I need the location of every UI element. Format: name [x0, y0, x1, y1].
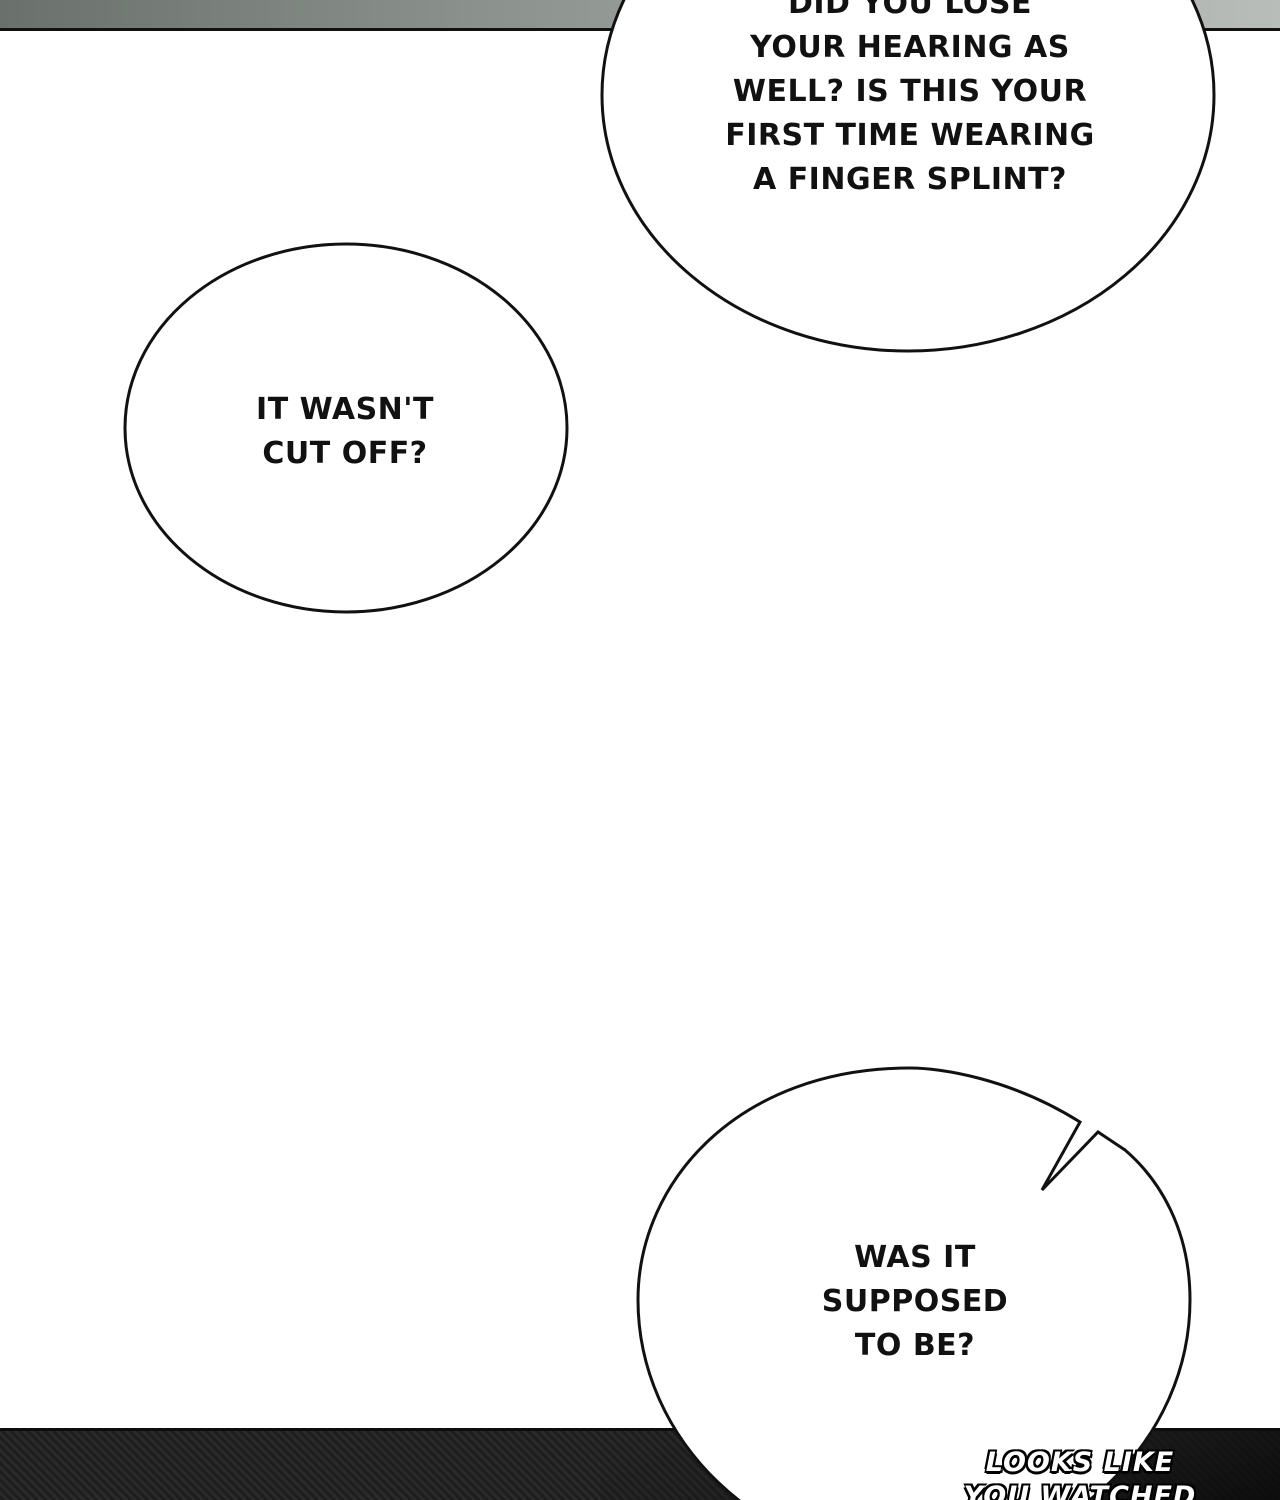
speech-bubble-1-text: DID YOU LOSE YOUR HEARING AS WELL? IS TH…: [725, 0, 1095, 197]
speech-bubble-2-text: IT WASN'T CUT OFF?: [256, 392, 434, 471]
speech-bubble-3: [636, 1066, 1192, 1500]
speech-bubble-1: [600, 0, 1216, 353]
speech-bubble-2: [123, 242, 569, 614]
caption-text: LOOKS LIKE YOU WATCHED: [963, 1447, 1197, 1500]
speech-bubble-3-text: WAS IT SUPPOSED TO BE?: [821, 1240, 1009, 1363]
